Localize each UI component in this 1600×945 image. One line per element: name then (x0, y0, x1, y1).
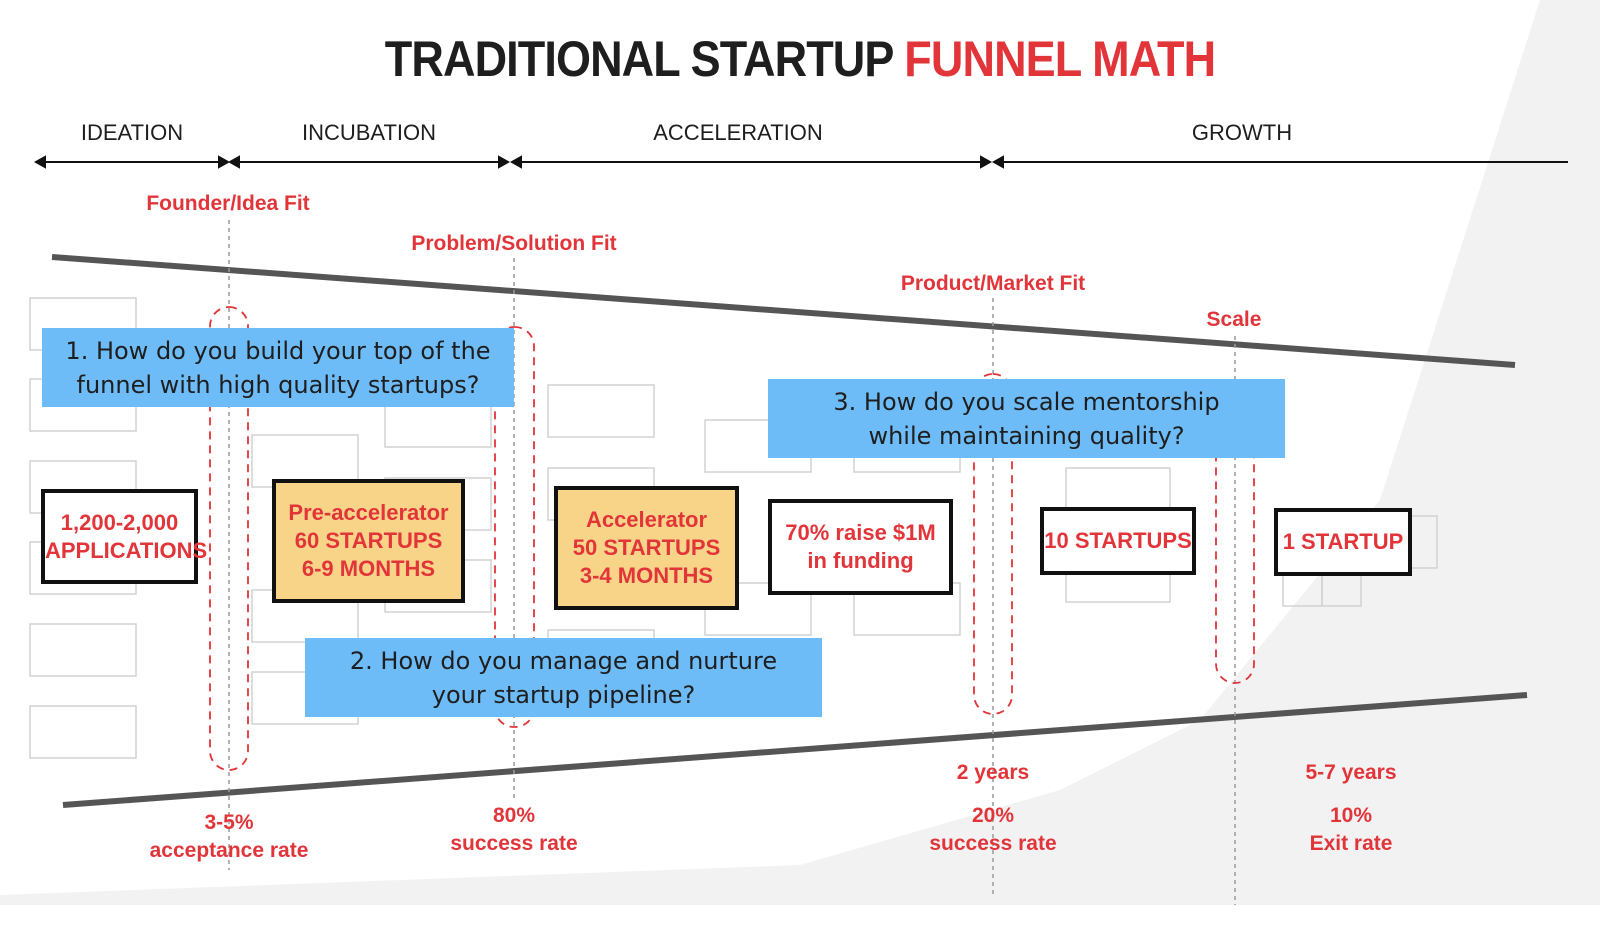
page-title: TRADITIONAL STARTUP FUNNEL MATH (80, 30, 1520, 88)
funding-box: 70% raise $1M in funding (768, 499, 953, 595)
question-1-line-2: funnel with high quality startups? (76, 370, 480, 399)
stage-growth: GROWTH (1191, 120, 1293, 145)
success-rate-80-stat: 80% success rate (450, 802, 577, 858)
question-2-box: 2. How do you manage and nurture your st… (305, 638, 822, 717)
pre-accelerator-line-2: 60 STARTUPS (294, 528, 443, 553)
five-seven-years-label: 5-7 years (1305, 761, 1397, 784)
success-rate-80-value: 80% (492, 804, 536, 827)
question-3-line-1: 3. How do you scale mentorship (833, 387, 1220, 416)
success-rate-20-stat: 20% success rate (929, 802, 1056, 858)
stage-arrows (33, 155, 1568, 169)
success-rate-20-value: 20% (971, 804, 1015, 827)
question-3-box: 3. How do you scale mentorship while mai… (768, 379, 1285, 458)
applications-line-1: 1,200-2,000 (60, 509, 179, 535)
funnel-bottom-line (62, 692, 1528, 808)
one-startup-label: 1 STARTUP (1282, 529, 1404, 554)
acceptance-rate-value: 3-5% (204, 811, 254, 834)
exit-rate-value: 10% (1329, 804, 1373, 827)
stage-ideation: IDEATION (80, 120, 184, 145)
question-2-line-2: your startup pipeline? (431, 680, 696, 709)
exit-rate-label: Exit rate (1309, 832, 1393, 855)
stage-acceleration: ACCELERATION (653, 120, 823, 145)
acceptance-rate-stat: 3-5% acceptance rate (150, 809, 309, 865)
accelerator-box: Accelerator 50 STARTUPS 3-4 MONTHS (554, 486, 739, 610)
pre-accelerator-line-1: Pre-accelerator (288, 500, 449, 525)
success-rate-20-label: success rate (929, 832, 1057, 855)
question-3-line-2: while maintaining quality? (868, 421, 1185, 450)
success-rate-80-label: success rate (450, 832, 578, 855)
acceptance-rate-label: acceptance rate (149, 839, 309, 862)
title-part-accent: FUNNEL MATH (904, 31, 1216, 87)
accelerator-line-2: 50 STARTUPS (572, 535, 721, 560)
stage-incubation: INCUBATION (301, 120, 437, 145)
milestone-problem-solution-fit: Problem/Solution Fit (411, 232, 617, 255)
funding-line-2: in funding (807, 548, 914, 573)
two-years-label: 2 years (956, 761, 1030, 784)
accelerator-line-1: Accelerator (585, 507, 708, 532)
one-startup-box: 1 STARTUP (1274, 508, 1412, 576)
question-1-line-1: 1. How do you build your top of the (65, 336, 491, 365)
question-1-box: 1. How do you build your top of the funn… (42, 328, 514, 407)
exit-rate-stat: 10% Exit rate (1310, 802, 1393, 858)
pre-accelerator-line-3: 6-9 MONTHS (301, 556, 436, 581)
title-part-dark: TRADITIONAL STARTUP (384, 31, 894, 87)
milestone-scale: Scale (1206, 308, 1262, 331)
applications-line-2: APPLICATIONS (45, 537, 208, 563)
funding-line-1: 70% raise $1M (785, 520, 936, 545)
question-2-line-1: 2. How do you manage and nurture (349, 646, 778, 675)
accelerator-line-3: 3-4 MONTHS (579, 563, 714, 588)
background-wedge (0, 0, 1600, 905)
ten-startups-label: 10 STARTUPS (1044, 528, 1192, 553)
ten-startups-box: 10 STARTUPS (1040, 507, 1196, 575)
funnel-top-line (51, 254, 1516, 368)
pre-accelerator-box: Pre-accelerator 60 STARTUPS 6-9 MONTHS (272, 479, 465, 603)
milestone-product-market-fit: Product/Market Fit (900, 272, 1086, 295)
applications-box: 1,200-2,000 APPLICATIONS (41, 489, 208, 584)
milestone-founder-idea-fit: Founder/Idea Fit (146, 192, 310, 215)
